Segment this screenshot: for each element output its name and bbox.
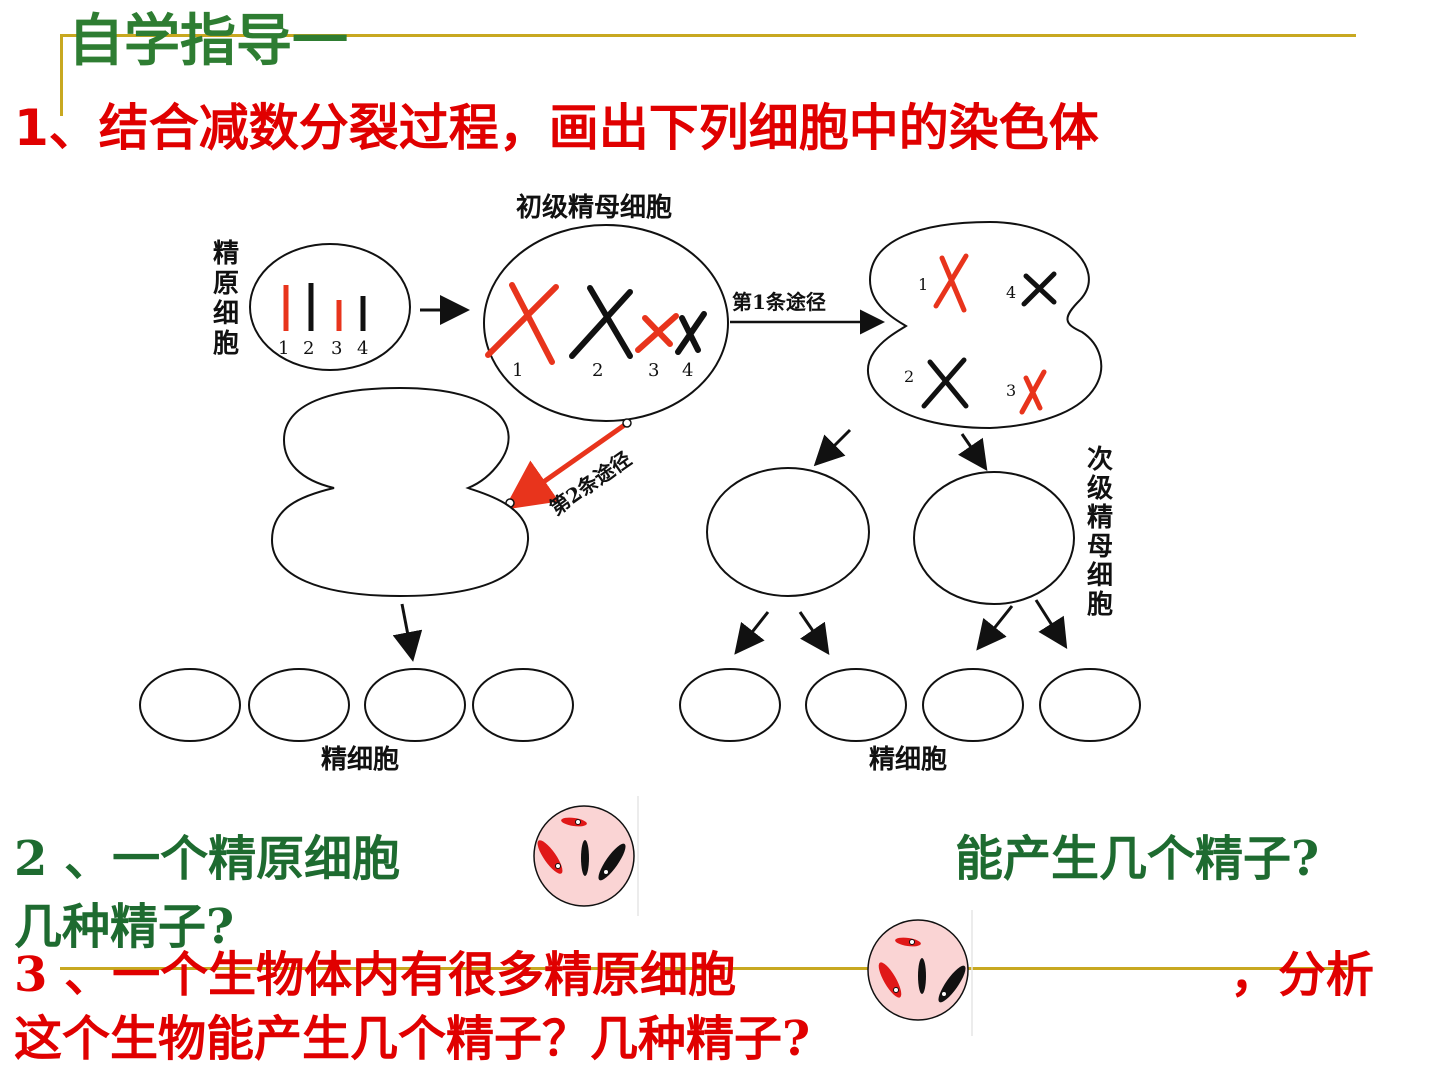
label-route-1: 第1条途径 [732, 290, 826, 314]
route2-start-dot [622, 418, 632, 428]
arrow-sperm-r3 [976, 605, 1014, 651]
question-1: 1、结合减数分裂过程，画出下列细胞中的染色体 [14, 99, 1099, 157]
frame-top-line [60, 34, 1356, 37]
cell-image-q2 [533, 796, 639, 916]
secondary-spermatocyte-left [706, 467, 870, 597]
spermatogonium-cell [249, 243, 411, 371]
question-3-part-3: 这个生物能产生几个精子？几种精子? [14, 1011, 811, 1067]
dividing-cell-route-1 [867, 220, 1103, 430]
sperm-cell-left-1 [139, 668, 241, 742]
label-sperm-left: 精细胞 [321, 744, 399, 775]
primary-spermatocyte-cell [483, 224, 729, 422]
arrow-sperm-r1 [734, 611, 770, 655]
route1-chromosomes [921, 253, 1057, 415]
sperm-cell-right-4 [1039, 668, 1141, 742]
slide-title: 自学指导一 [68, 9, 348, 74]
label-spermatogonium: 精原细胞 [213, 239, 239, 359]
label-secondary-spermatocyte: 次级精母细胞 [1087, 445, 1113, 620]
arrow-route-2 [503, 421, 628, 510]
frame-left-line [60, 34, 63, 116]
question-3-part-1: 3 、一个生物体内有很多精原细胞 [14, 947, 737, 1003]
sperm-cell-left-2 [248, 668, 350, 742]
dividing-cell-route-2 [270, 386, 530, 598]
primary-chromosomes [485, 282, 707, 365]
question-2-part-2: 能产生几个精子? [955, 831, 1320, 887]
question-2-part-1: 2 、一个精原细胞 [14, 831, 401, 887]
secondary-spermatocyte-right [913, 471, 1075, 605]
arrow-to-secondary-left [813, 428, 852, 467]
sperm-cell-left-4 [472, 668, 574, 742]
label-route-2: 第2条途径 [545, 447, 636, 521]
cell-image-q3 [867, 910, 973, 1036]
arrow-sperm-r4 [1034, 599, 1068, 650]
sperm-cell-right-3 [922, 668, 1024, 742]
arrow-sperm-r2 [798, 611, 830, 655]
question-2-part-3: 几种精子? [14, 899, 235, 955]
sperm-cell-right-2 [805, 668, 907, 742]
sperm-cell-right-1 [679, 668, 781, 742]
sperm-cell-left-3 [364, 668, 466, 742]
label-primary-spermatocyte: 初级精母细胞 [516, 192, 672, 223]
arrow-to-secondary-right [958, 433, 988, 471]
arrow-to-sperm-left [392, 603, 423, 662]
frame-bottom-line [60, 967, 1356, 970]
question-3-part-2: ，分析 [1230, 947, 1375, 1003]
label-sperm-right: 精细胞 [869, 744, 947, 775]
